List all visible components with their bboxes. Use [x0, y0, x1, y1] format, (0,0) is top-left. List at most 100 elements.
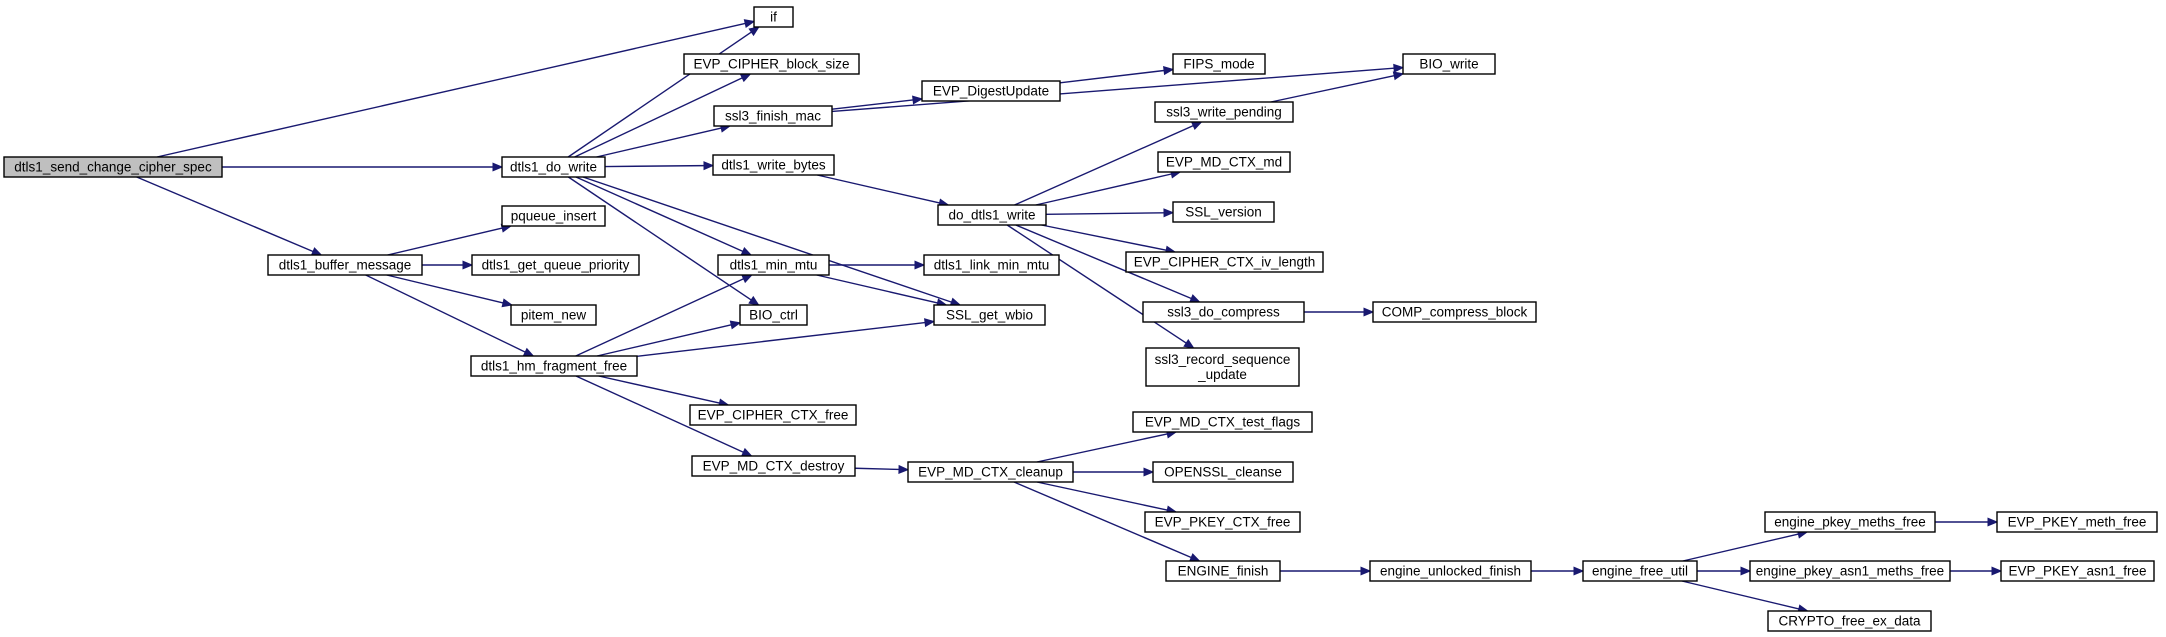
- node-box[interactable]: [1152, 461, 1294, 483]
- node-box[interactable]: [1767, 610, 1932, 632]
- node-md_ctx_md[interactable]: EVP_MD_CTX_md: [1157, 151, 1291, 173]
- node-label: EVP_MD_CTX_cleanup: [918, 465, 1063, 480]
- node-box[interactable]: [267, 254, 423, 276]
- node-get_wbio[interactable]: SSL_get_wbio: [933, 304, 1046, 326]
- node-box[interactable]: [510, 304, 597, 326]
- arrowhead: [924, 318, 936, 328]
- node-box[interactable]: [933, 304, 1046, 326]
- node-label: if: [770, 10, 777, 25]
- node-box[interactable]: [1369, 560, 1532, 582]
- node-box[interactable]: [907, 461, 1074, 483]
- node-label: FIPS_mode: [1183, 57, 1254, 72]
- node-box[interactable]: [1154, 101, 1294, 123]
- node-compress_block[interactable]: COMP_compress_block: [1372, 301, 1537, 323]
- node-do_write[interactable]: dtls1_do_write: [501, 156, 606, 178]
- node-box[interactable]: [923, 254, 1060, 276]
- node-cipher_ctx_free[interactable]: EVP_CIPHER_CTX_free: [689, 404, 857, 426]
- node-box[interactable]: [937, 204, 1047, 226]
- arrowhead: [1143, 467, 1155, 477]
- node-iv_length[interactable]: EVP_CIPHER_CTX_iv_length: [1125, 251, 1324, 273]
- node-queue_priority[interactable]: dtls1_get_queue_priority: [471, 254, 640, 276]
- node-buffer_message[interactable]: dtls1_buffer_message: [267, 254, 423, 276]
- node-box[interactable]: [753, 6, 794, 28]
- node-crypto_free_ex[interactable]: CRYPTO_free_ex_data: [1767, 610, 1932, 632]
- node-label: EVP_MD_CTX_test_flags: [1145, 415, 1301, 430]
- node-digest_update[interactable]: EVP_DigestUpdate: [921, 80, 1061, 102]
- node-box[interactable]: [1125, 251, 1324, 273]
- node-box[interactable]: [1996, 511, 2158, 533]
- edge-buffer_message-to-queue_priority: [422, 260, 474, 270]
- node-pkey_ctx_free[interactable]: EVP_PKEY_CTX_free: [1144, 511, 1301, 533]
- node-box[interactable]: [1764, 511, 1936, 533]
- edge-min_mtu-to-link_min_mtu: [829, 260, 926, 270]
- node-record_seq[interactable]: ssl3_record_sequence_update: [1145, 347, 1300, 387]
- node-unlocked_finish[interactable]: engine_unlocked_finish: [1369, 560, 1532, 582]
- node-box[interactable]: [1372, 301, 1537, 323]
- node-fips_mode[interactable]: FIPS_mode: [1172, 53, 1266, 75]
- node-box[interactable]: [1172, 201, 1275, 223]
- node-do_dtls1_write[interactable]: do_dtls1_write: [937, 204, 1047, 226]
- node-write_bytes[interactable]: dtls1_write_bytes: [712, 154, 835, 176]
- node-bio_write[interactable]: BIO_write: [1402, 53, 1496, 75]
- node-box[interactable]: [713, 105, 833, 127]
- node-box[interactable]: [1145, 347, 1300, 387]
- node-label: dtls1_get_queue_priority: [482, 258, 630, 273]
- node-finish_mac[interactable]: ssl3_finish_mac: [713, 105, 833, 127]
- node-box[interactable]: [470, 355, 638, 377]
- node-box[interactable]: [1165, 560, 1281, 582]
- node-write_pending[interactable]: ssl3_write_pending: [1154, 101, 1294, 123]
- node-do_compress[interactable]: ssl3_do_compress: [1142, 301, 1305, 323]
- node-box[interactable]: [1157, 151, 1291, 173]
- node-label: dtls1_send_change_cipher_spec: [14, 160, 212, 175]
- node-box[interactable]: [2000, 560, 2155, 582]
- node-pkey_asn1_free[interactable]: EVP_PKEY_asn1_free: [2000, 560, 2155, 582]
- node-root[interactable]: dtls1_send_change_cipher_spec: [3, 156, 223, 178]
- node-box[interactable]: [1142, 301, 1305, 323]
- node-box[interactable]: [921, 80, 1061, 102]
- node-label: EVP_CIPHER_CTX_iv_length: [1134, 255, 1316, 270]
- node-ssl_version[interactable]: SSL_version: [1172, 201, 1275, 223]
- node-pkey_meths_free[interactable]: engine_pkey_meths_free: [1764, 511, 1936, 533]
- node-pitem_new[interactable]: pitem_new: [510, 304, 597, 326]
- node-box[interactable]: [1172, 53, 1266, 75]
- node-md_ctx_destroy[interactable]: EVP_MD_CTX_destroy: [691, 455, 856, 477]
- node-box[interactable]: [717, 254, 830, 276]
- edge-digest_update-to-fips_mode: [1059, 66, 1175, 84]
- edge-do_dtls1_write-to-iv_length: [1041, 224, 1177, 255]
- arrowhead: [703, 161, 715, 171]
- node-box[interactable]: [712, 154, 835, 176]
- node-engine_finish[interactable]: ENGINE_finish: [1165, 560, 1281, 582]
- node-box[interactable]: [683, 53, 860, 75]
- node-box[interactable]: [501, 156, 606, 178]
- node-bio_ctrl[interactable]: BIO_ctrl: [739, 304, 808, 326]
- node-box[interactable]: [1582, 560, 1698, 582]
- node-md_ctx_cleanup[interactable]: EVP_MD_CTX_cleanup: [907, 461, 1074, 483]
- edge-root-to-do_write: [222, 162, 504, 172]
- edge-do_compress-to-compress_block: [1304, 307, 1375, 317]
- node-box[interactable]: [1144, 511, 1301, 533]
- node-engine_free_util[interactable]: engine_free_util: [1582, 560, 1698, 582]
- node-cleanse[interactable]: OPENSSL_cleanse: [1152, 461, 1294, 483]
- node-box[interactable]: [471, 254, 640, 276]
- edge-md_ctx_cleanup-to-cleanse: [1073, 467, 1155, 477]
- node-box[interactable]: [1402, 53, 1496, 75]
- node-box[interactable]: [501, 205, 606, 227]
- node-pqueue_insert[interactable]: pqueue_insert: [501, 205, 606, 227]
- node-cipher_block_size[interactable]: EVP_CIPHER_block_size: [683, 53, 860, 75]
- node-hm_fragment_free[interactable]: dtls1_hm_fragment_free: [470, 355, 638, 377]
- node-test_flags[interactable]: EVP_MD_CTX_test_flags: [1132, 411, 1313, 433]
- node-asn1_meths_free[interactable]: engine_pkey_asn1_meths_free: [1749, 560, 1951, 582]
- node-box[interactable]: [3, 156, 223, 178]
- node-link_min_mtu[interactable]: dtls1_link_min_mtu: [923, 254, 1060, 276]
- node-box[interactable]: [1749, 560, 1951, 582]
- node-if[interactable]: if: [753, 6, 794, 28]
- node-box[interactable]: [691, 455, 856, 477]
- node-box[interactable]: [1132, 411, 1313, 433]
- node-min_mtu[interactable]: dtls1_min_mtu: [717, 254, 830, 276]
- node-label: EVP_PKEY_CTX_free: [1155, 515, 1291, 530]
- node-box[interactable]: [739, 304, 808, 326]
- node-pkey_meth_free[interactable]: EVP_PKEY_meth_free: [1996, 511, 2158, 533]
- node-box[interactable]: [689, 404, 857, 426]
- arrowhead: [1360, 566, 1372, 576]
- arrowhead: [462, 260, 474, 270]
